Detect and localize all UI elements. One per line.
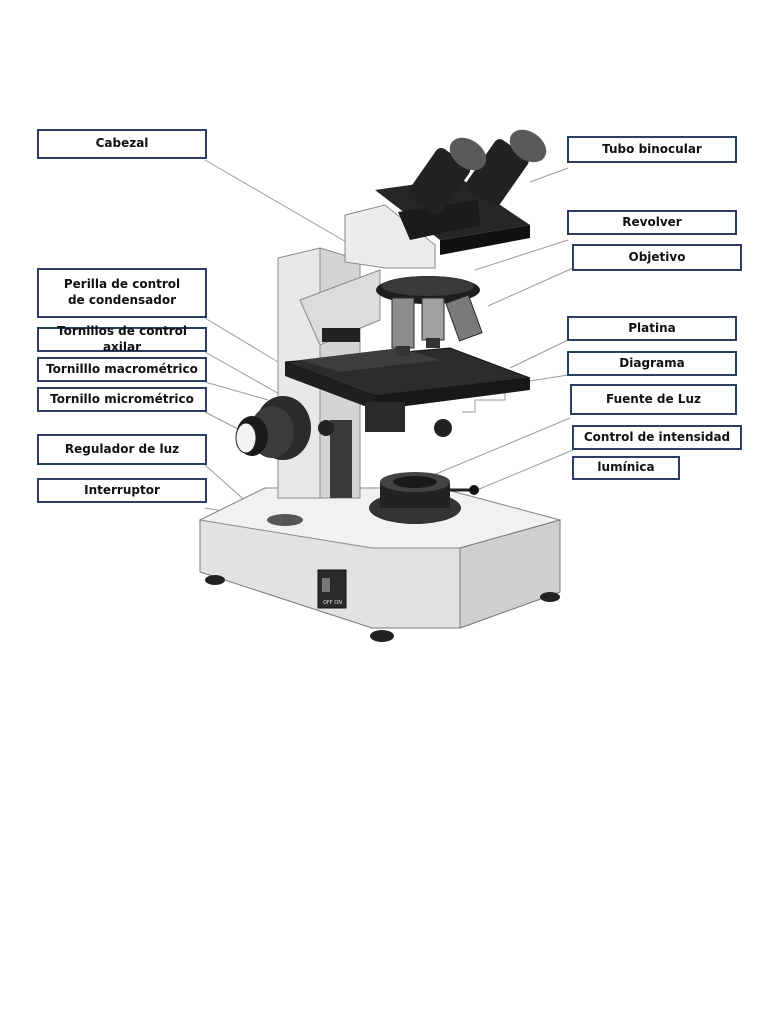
label-tubo-binocular: Tubo binocular	[567, 136, 737, 163]
label-interruptor: Interruptor	[37, 478, 207, 503]
label-control-intensidad: Control de intensidad	[572, 425, 742, 450]
leader-line-axilar	[204, 351, 291, 401]
leader-line-revolver	[474, 239, 569, 271]
label-tornillo-micrometrico: Tornillo micrométrico	[37, 387, 207, 412]
microscope-base: OFF ON	[198, 487, 562, 642]
label-cabezal: Cabezal	[37, 129, 207, 159]
leader-line-macrometrico	[204, 381, 269, 401]
label-tornillos-axilar: Tornillos de control axilar	[37, 324, 207, 354]
leader-line-platina	[509, 339, 569, 369]
label-objetivo: Objetivo	[572, 244, 742, 271]
label-diagrama: Diagrama	[567, 351, 737, 376]
label-fuente-luz: Fuente de Luz	[570, 384, 737, 415]
light-source	[369, 472, 479, 524]
label-revolver: Revolver	[567, 210, 737, 235]
label-regulador-luz: Regulador de luz	[37, 434, 207, 465]
switch-text: OFF ON	[323, 600, 342, 606]
leader-line-micrometrico	[204, 411, 241, 431]
leader-line-tubo	[529, 167, 569, 183]
leader-line-perilla	[204, 317, 284, 366]
label-luminica: lumínica	[572, 456, 680, 480]
leader-line-objetivo	[487, 267, 574, 307]
focus-knobs	[235, 396, 452, 460]
label-tornillo-macrometrico: Tornilllo macrométrico	[37, 357, 207, 382]
leader-line-fuente	[411, 417, 571, 485]
label-platina: Platina	[567, 316, 737, 341]
label-perilla-condensador: Perilla de control de condensador	[37, 268, 207, 318]
leader-line-cabezal	[204, 159, 349, 244]
head-binocular	[344, 129, 547, 269]
leader-line-control	[471, 449, 574, 493]
revolver-objectives	[376, 276, 483, 356]
